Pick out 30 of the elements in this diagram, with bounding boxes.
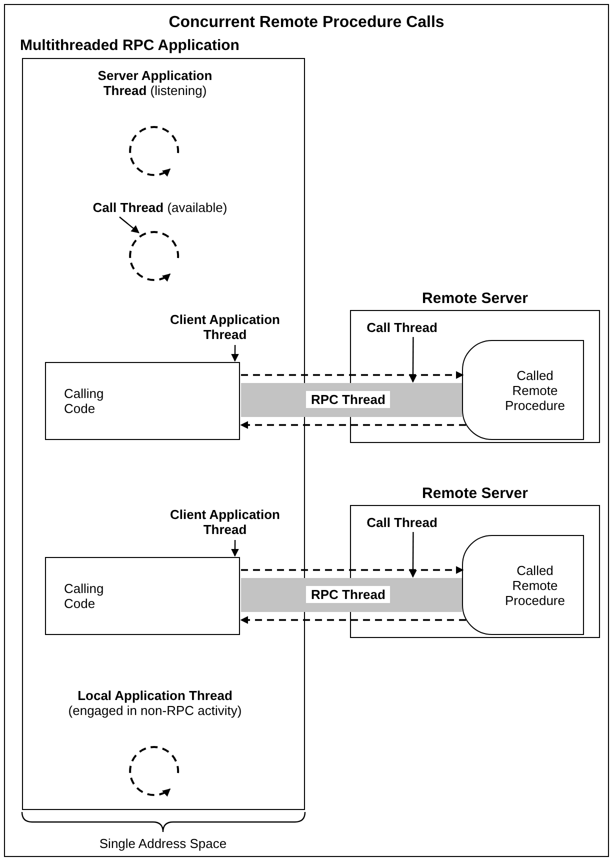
code-box: Calling Code <box>45 557 240 635</box>
thread-label: Server Application Thread (listening) <box>96 68 214 98</box>
leader-line <box>230 345 239 362</box>
thread-band <box>241 578 462 612</box>
leader-line <box>408 337 417 383</box>
code-box: Calling Code <box>45 362 240 440</box>
leader-line <box>408 532 417 578</box>
thread-label: Local Application Thread <box>76 688 234 703</box>
group-heading: Remote Server <box>421 485 529 502</box>
procedure-box: Called Remote Procedure <box>462 535 584 635</box>
thread-label: Call Thread <box>362 320 442 335</box>
band-label: RPC Thread <box>306 391 390 408</box>
dashed-arrow <box>241 371 464 379</box>
thread-label: Call Thread (available) <box>85 200 235 215</box>
diagram-title: Concurrent Remote Procedure Calls <box>168 14 446 32</box>
thread-note: (engaged in non-RPC activity) <box>67 703 243 718</box>
thread-label: Call Thread <box>362 515 442 530</box>
thread-label: Client Application Thread <box>150 312 300 342</box>
procedure-box: Called Remote Procedure <box>462 340 584 440</box>
leader-line <box>119 216 140 234</box>
thread-band <box>241 383 462 417</box>
caption-label: Single Address Space <box>98 836 228 851</box>
thread-label: Client Application Thread <box>150 507 300 537</box>
dashed-arrow <box>241 566 464 574</box>
dashed-arrow <box>240 616 466 624</box>
dashed-arrow <box>240 421 466 430</box>
group-heading: Multithreaded RPC Application <box>20 37 240 54</box>
band-label: RPC Thread <box>306 586 390 603</box>
leader-line <box>230 540 239 557</box>
group-heading: Remote Server <box>421 290 529 307</box>
